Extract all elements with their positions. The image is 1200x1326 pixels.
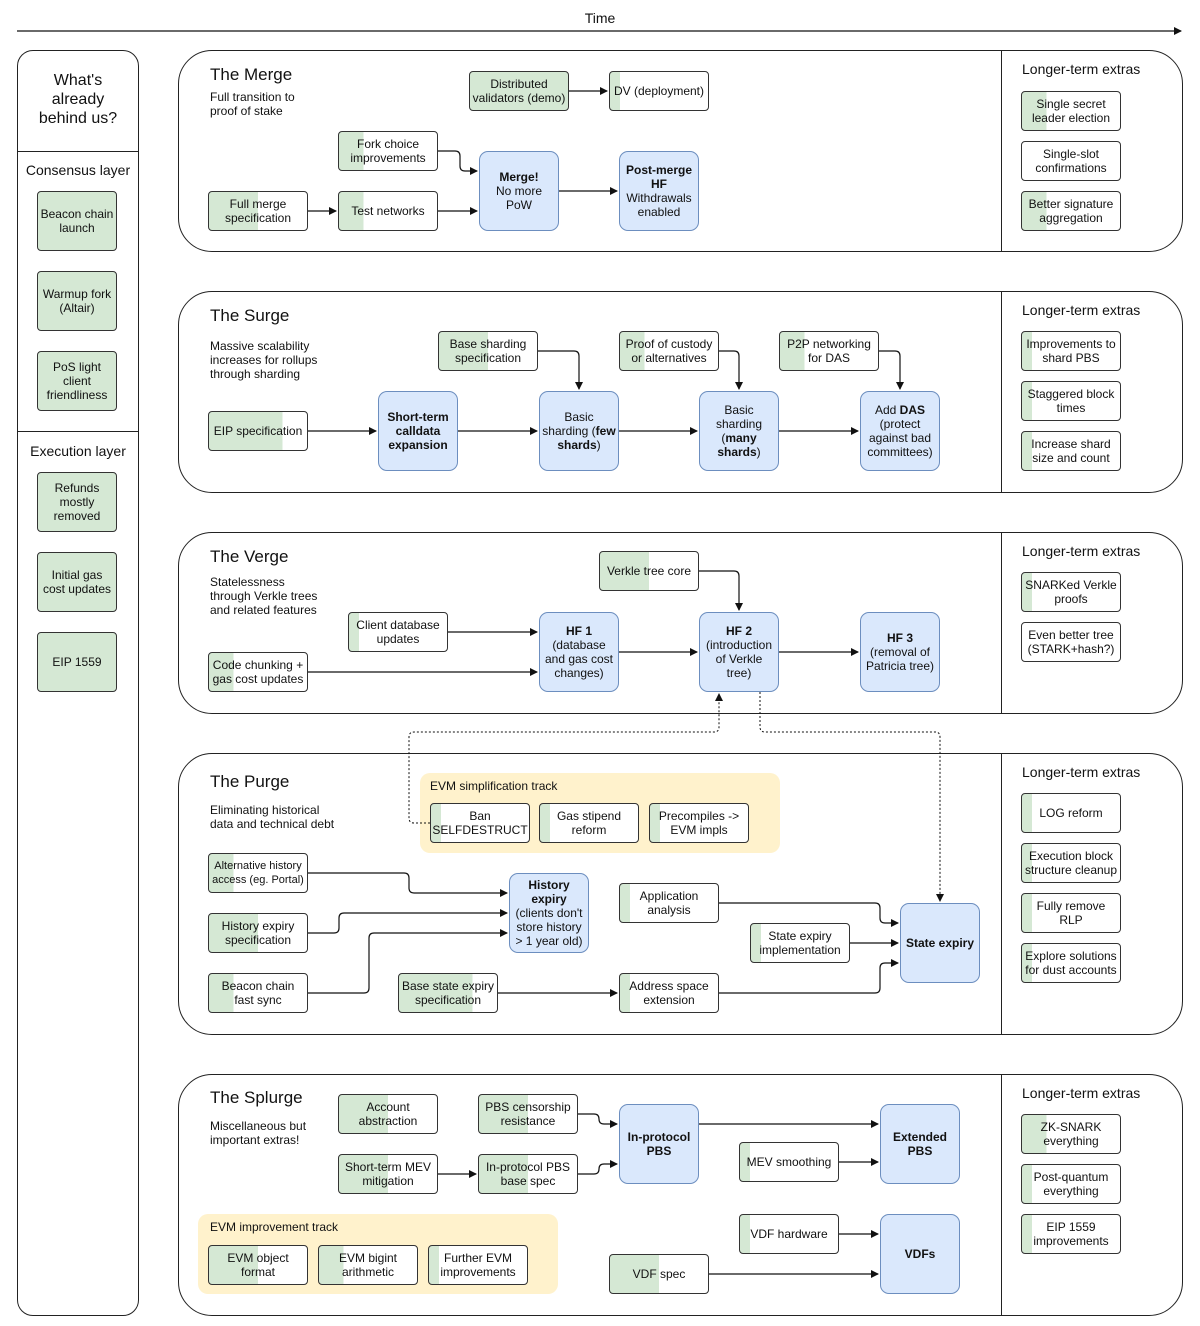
extras-divider (1001, 292, 1002, 492)
node-ban-selfdestruct: Ban SELFDESTRUCT (430, 803, 530, 843)
history-divider-2 (18, 431, 138, 432)
extras-divider (1001, 754, 1002, 1034)
surge-extra-shard-size: Increase shard size and count (1021, 431, 1121, 471)
node-add-das: Add DAS (protect against bad committees) (860, 391, 940, 471)
node-dv-demo: Distributed validators (demo) (469, 71, 569, 111)
purge-extra-remove-rlp: Fully remove RLP (1021, 893, 1121, 933)
verge-extra-snarked-verkle: SNARKed Verkle proofs (1021, 572, 1121, 612)
merge-extras-title: Longer-term extras (1022, 61, 1141, 77)
node-short-term-mev: Short-term MEV mitigation (338, 1154, 438, 1194)
node-hf1: HF 1(database and gas cost changes) (539, 612, 619, 692)
evm-improvement-track-label: EVM improvement track (210, 1220, 339, 1234)
node-eip-specification: EIP specification (208, 411, 308, 451)
surge-extras-title: Longer-term extras (1022, 302, 1141, 318)
node-dv-deployment: DV (deployment) (609, 71, 709, 111)
node-base-state-expiry-spec: Base state expiry specification (398, 973, 498, 1013)
merge-extra-single-slot: Single-slot confirmations (1021, 141, 1121, 181)
surge-extra-shard-pbs: Improvements to shard PBS (1021, 331, 1121, 371)
node-evm-bigint: EVM bigint arithmetic (318, 1245, 418, 1285)
consensus-layer-label: Consensus layer (25, 162, 131, 178)
node-vdfs: VDFs (880, 1214, 960, 1294)
merge-extra-ssle: Single secret leader election (1021, 91, 1121, 131)
node-code-chunking: Code chunking + gas cost updates (208, 652, 308, 692)
node-proof-of-custody: Proof of custody or alternatives (619, 331, 719, 371)
merge-subtitle: Full transition to proof of stake (210, 90, 295, 118)
extras-divider (1001, 533, 1002, 713)
node-history-expiry: History expiry(clients don't store histo… (509, 873, 589, 953)
splurge-extras-title: Longer-term extras (1022, 1085, 1141, 1101)
node-p2p-das: P2P networking for DAS (779, 331, 879, 371)
node-alt-history-access: Alternative history access (eg. Portal) (208, 853, 308, 893)
history-divider-1 (18, 151, 138, 152)
purge-subtitle: Eliminating historical data and technica… (210, 803, 335, 831)
node-hf3: HF 3(removal of Patricia tree) (860, 612, 940, 692)
verge-title: The Verge (210, 547, 289, 566)
node-inprotocol-pbs-spec: In-protocol PBS base spec (478, 1154, 578, 1194)
surge-extra-staggered-blocks: Staggered block times (1021, 381, 1121, 421)
node-account-abstraction: Account abstraction (338, 1094, 438, 1134)
node-state-expiry-impl: State expiry implementation (750, 923, 850, 963)
node-mev-smoothing: MEV smoothing (739, 1142, 839, 1182)
node-inprotocol-pbs: In-protocol PBS (619, 1104, 699, 1184)
surge-subtitle: Massive scalability increases for rollup… (210, 339, 318, 381)
history-heading: What's already behind us? (38, 72, 118, 127)
node-client-db-updates: Client database updates (348, 612, 448, 652)
splurge-subtitle: Miscellaneous but important extras! (210, 1119, 307, 1147)
node-history-expiry-spec: History expiry specification (208, 913, 308, 953)
history-item-beacon-chain: Beacon chain launch (37, 191, 117, 251)
node-address-space-extension: Address space extension (619, 973, 719, 1013)
node-merge: Merge!No more PoW (479, 151, 559, 231)
splurge-extra-zk-snark: ZK-SNARK everything (1021, 1114, 1121, 1154)
extras-divider (1001, 51, 1002, 251)
node-gas-stipend: Gas stipend reform (539, 803, 639, 843)
node-beacon-fast-sync: Beacon chain fast sync (208, 973, 308, 1013)
purge-extra-log-reform: LOG reform (1021, 793, 1121, 833)
node-further-evm: Further EVM improvements (428, 1245, 528, 1285)
node-calldata-expansion: Short-term calldata expansion (378, 391, 458, 471)
purge-title: The Purge (210, 772, 290, 791)
node-precompiles: Precompiles -> EVM impls (649, 803, 749, 843)
verge-extra-better-tree: Even better tree (STARK+hash?) (1021, 622, 1121, 662)
splurge-extra-post-quantum: Post-quantum everything (1021, 1164, 1121, 1204)
merge-extra-signature-aggregation: Better signature aggregation (1021, 191, 1121, 231)
history-item-eip1559: EIP 1559 (37, 632, 117, 692)
splurge-title: The Splurge (210, 1088, 303, 1107)
node-base-sharding-spec: Base sharding specification (438, 331, 538, 371)
node-full-merge-spec: Full merge specification (208, 191, 308, 231)
node-application-analysis: Application analysis (619, 883, 719, 923)
node-extended-pbs: Extended PBS (880, 1104, 960, 1184)
extras-divider (1001, 1075, 1002, 1315)
lane-surge (178, 291, 1183, 493)
node-state-expiry: State expiry (900, 903, 980, 983)
history-item-gas-cost: Initial gas cost updates (37, 552, 117, 612)
node-verkle-tree-core: Verkle tree core (599, 551, 699, 591)
verge-extras-title: Longer-term extras (1022, 543, 1141, 559)
node-vdf-spec: VDF spec (609, 1254, 709, 1294)
purge-extra-dust-accounts: Explore solutions for dust accounts (1021, 943, 1121, 983)
history-item-refunds: Refunds mostly removed (37, 472, 117, 532)
splurge-extra-eip1559: EIP 1559 improvements (1021, 1214, 1121, 1254)
merge-title: The Merge (210, 65, 293, 84)
node-basic-sharding-few: Basic sharding (few shards) (539, 391, 619, 471)
history-item-light-client: PoS light client friendliness (37, 351, 117, 411)
purge-extra-block-cleanup: Execution block structure cleanup (1021, 843, 1121, 883)
time-axis-label: Time (584, 10, 616, 26)
node-evm-object-format: EVM object format (208, 1245, 308, 1285)
node-fork-choice: Fork choice improvements (338, 131, 438, 171)
surge-title: The Surge (210, 306, 290, 325)
verge-subtitle: Statelessness through Verkle trees and r… (210, 575, 318, 617)
node-test-networks: Test networks (338, 191, 438, 231)
history-item-altair: Warmup fork (Altair) (37, 271, 117, 331)
evm-simplification-track-label: EVM simplification track (430, 779, 558, 793)
execution-layer-label: Execution layer (30, 443, 126, 459)
node-pbs-censorship: PBS censorship resistance (478, 1094, 578, 1134)
node-hf2: HF 2(introduction of Verkle tree) (699, 612, 779, 692)
purge-extras-title: Longer-term extras (1022, 764, 1141, 780)
node-basic-sharding-many: Basic sharding (many shards) (699, 391, 779, 471)
node-vdf-hardware: VDF hardware (739, 1214, 839, 1254)
